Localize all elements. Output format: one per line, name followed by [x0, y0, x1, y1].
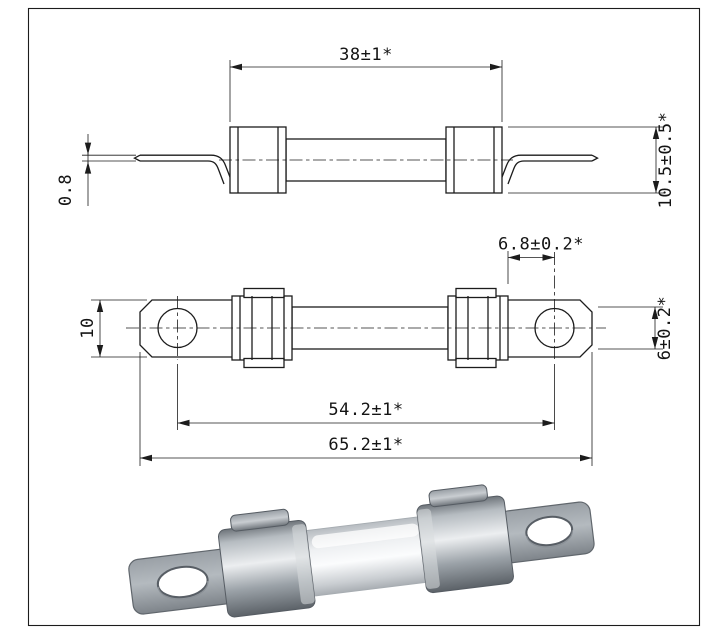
dim-text-cap-diameter: 10.5±0.5* — [656, 112, 676, 209]
axial-lead-left — [133, 154, 233, 185]
top-view: 38±1* 10.5±0.5* 0.8 — [56, 45, 676, 208]
end-cap-left — [231, 287, 293, 369]
render-tab-right — [498, 501, 595, 564]
dim-text-tab-width: 10 — [78, 317, 98, 338]
dim-text-hole-centers: 54.2±1* — [328, 400, 403, 420]
render-cap-right — [416, 484, 514, 594]
dim-text-overall-length: 65.2±1* — [328, 435, 403, 455]
dim-text-length: 38±1* — [339, 45, 393, 65]
dimension-body-diameter-6: 6±0.2* — [598, 296, 675, 360]
dim-text-cap-to-hole: 6.8±0.2* — [498, 235, 584, 255]
dim-text-lead-thickness: 0.8 — [56, 174, 76, 206]
dimension-cap-to-hole-6-8: 6.8±0.2* — [498, 235, 584, 284]
render-ceramic-tube — [298, 515, 437, 597]
render-hole-left — [156, 565, 209, 599]
dimension-lead-thickness-0-8: 0.8 — [56, 134, 136, 206]
render-hole-right — [525, 515, 574, 547]
dim-text-body-diameter: 6±0.2* — [655, 296, 675, 360]
drawing-border — [27, 7, 701, 627]
dimension-tab-width-10: 10 — [78, 299, 147, 358]
dimension-length-38: 38±1* — [229, 45, 503, 122]
axial-lead-right — [499, 154, 599, 185]
dimension-hole-centers-54-2: 54.2±1* — [177, 364, 555, 430]
fuse-body-top — [219, 126, 513, 194]
render-tab-left — [128, 546, 249, 615]
middle-view: 6.8±0.2* 10 6±0.2* 54.2±1* 65.2±1* — [78, 235, 675, 466]
render-cap-left — [217, 508, 316, 618]
dimension-overall-length-65-2: 65.2±1* — [139, 352, 593, 466]
dimension-cap-diameter-10-5: 10.5±0.5* — [508, 112, 676, 209]
render-3d — [128, 484, 595, 618]
